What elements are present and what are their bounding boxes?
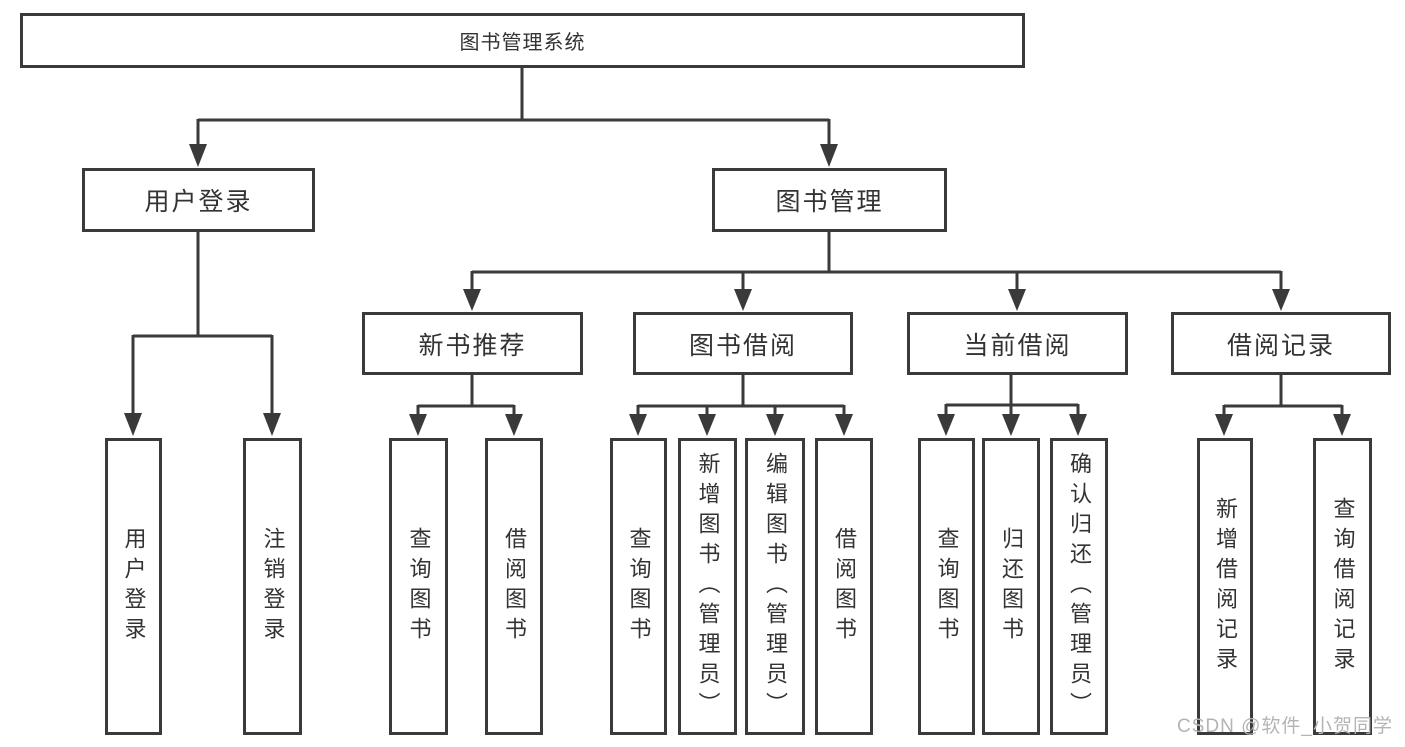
arrowheads-new-book-branch [409,414,523,436]
arrowheads-user-login-branch [124,413,281,436]
arrowheads-book-borrow-branch [629,414,853,436]
arrowheads-level2 [189,144,838,167]
leaf-query-books-current: 查询图书 [918,438,975,735]
connector-new-book-branch [416,373,516,419]
leaf-add-borrow-record: 新增借阅记录 [1197,438,1253,735]
connector-root-to-level2 [196,66,831,148]
leaf-add-books-admin: 新增图书（管理员） [678,438,737,735]
node-current-borrowing: 当前借阅 [907,312,1128,375]
node-user-login: 用户登录 [82,168,315,232]
leaf-logout: 注销登录 [243,438,302,735]
leaf-edit-books-admin: 编辑图书（管理员） [745,438,805,735]
csdn-watermark: CSDN @软件_小贺同学 [1177,716,1393,737]
leaf-query-borrow-record: 查询借阅记录 [1313,438,1372,735]
connector-user-login-branch [131,230,274,418]
connector-current-borrow-branch [944,373,1080,419]
node-borrowing-records: 借阅记录 [1171,312,1391,375]
arrowheads-borrow-record-branch [1215,414,1351,436]
leaf-user-login: 用户登录 [105,438,162,735]
arrowheads-current-borrow-branch [937,414,1087,436]
leaf-query-books-borrowing: 查询图书 [610,438,667,735]
node-book-borrowing: 图书借阅 [633,312,853,375]
leaf-confirm-return-admin: 确认归还（管理员） [1050,438,1108,735]
node-new-book-recommend: 新书推荐 [362,312,583,375]
leaf-return-books: 归还图书 [982,438,1040,735]
arrowheads-level3 [463,289,1290,311]
leaf-borrow-books-recommend: 借阅图书 [485,438,543,735]
connector-borrow-record-branch [1222,373,1344,419]
node-root: 图书管理系统 [20,13,1025,68]
leaf-borrow-books-borrowing: 借阅图书 [815,438,873,735]
leaf-query-books-recommend: 查询图书 [389,438,448,735]
connector-book-mgmt-to-level3 [470,230,1283,293]
node-book-management: 图书管理 [712,168,947,232]
connector-book-borrow-branch [636,373,846,419]
